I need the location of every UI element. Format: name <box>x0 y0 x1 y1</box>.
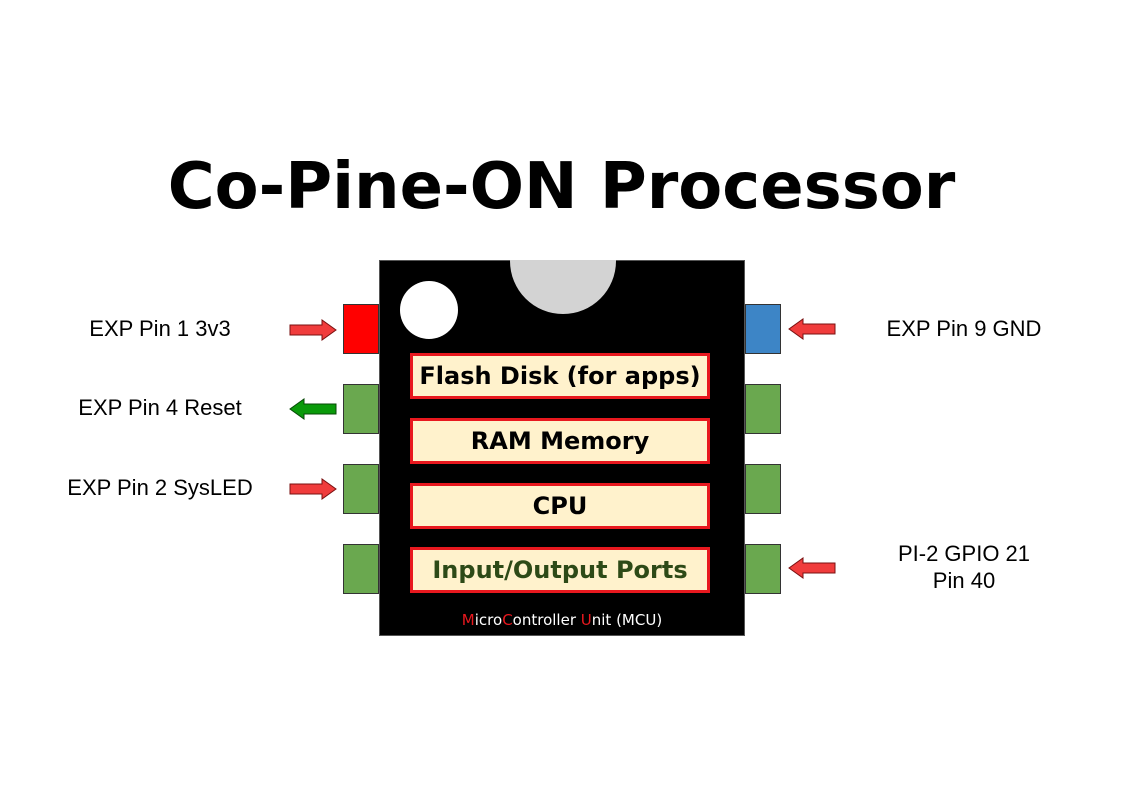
arrow-out-icon <box>289 398 337 420</box>
label-exp-pin-1: EXP Pin 1 3v3 <box>89 316 231 341</box>
cpu-label: CPU <box>532 492 588 520</box>
chip-notch <box>510 260 616 314</box>
mcu-caption-c: C <box>502 611 513 629</box>
diagram-title: Co-Pine-ON Processor <box>167 150 956 224</box>
pin-left-2 <box>343 384 379 434</box>
pin-left-4 <box>343 544 379 594</box>
pin-right-4 <box>745 544 781 594</box>
pin1-marker-dot <box>400 281 458 339</box>
mcu-chip: Flash Disk (for apps) RAM Memory CPU Inp… <box>379 260 745 636</box>
pin-right-1 <box>745 304 781 354</box>
mcu-caption-nit: nit (MCU) <box>591 611 663 629</box>
mcu-caption-m: M <box>461 611 475 629</box>
label-exp-pin-4: EXP Pin 4 Reset <box>78 395 242 420</box>
label-exp-pin-9: EXP Pin 9 GND <box>886 316 1042 341</box>
flash-disk-block: Flash Disk (for apps) <box>410 353 710 399</box>
label-exp-pin-2: EXP Pin 2 SysLED <box>67 475 253 500</box>
arrow-in-icon <box>289 478 337 500</box>
pin-left-3 <box>343 464 379 514</box>
label-gpio-21-line2: Pin 40 <box>932 568 996 593</box>
pin-right-2 <box>745 384 781 434</box>
mcu-caption: MicroController Unit (MCU) <box>380 611 744 629</box>
io-ports-label: Input/Output Ports <box>432 556 688 584</box>
label-gpio-21-line1: PI-2 GPIO 21 <box>897 541 1031 566</box>
mcu-caption-icro: icro <box>474 611 503 629</box>
pin-right-3 <box>745 464 781 514</box>
label-gpio-21: PI-2 GPIO 21 Pin 40 <box>850 540 1078 594</box>
flash-disk-label: Flash Disk (for apps) <box>419 362 701 390</box>
arrow-in-icon <box>788 557 836 579</box>
arrow-in-icon <box>289 319 337 341</box>
ram-memory-label: RAM Memory <box>470 427 650 455</box>
pin-left-1 <box>343 304 379 354</box>
mcu-caption-ontroller: ontroller <box>512 611 576 629</box>
cpu-block: CPU <box>410 483 710 529</box>
io-ports-block: Input/Output Ports <box>410 547 710 593</box>
mcu-caption-u: U <box>580 611 592 629</box>
ram-memory-block: RAM Memory <box>410 418 710 464</box>
arrow-in-icon <box>788 318 836 340</box>
